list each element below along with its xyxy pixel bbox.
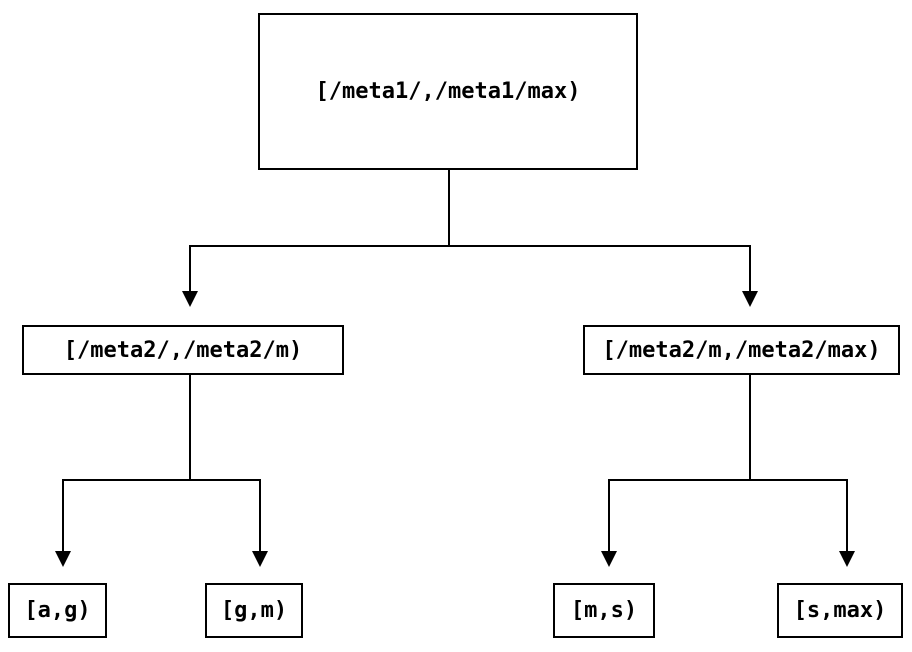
node-root: [/meta1/,/meta1/max) — [258, 13, 638, 170]
connector-drop-leaf-gm — [259, 479, 261, 551]
arrow-down-icon — [182, 291, 198, 307]
connector-drop-mid-right — [749, 245, 751, 293]
connector-right-subtree-horizontal — [608, 479, 848, 481]
connector-left-subtree-horizontal — [62, 479, 261, 481]
arrow-down-icon — [55, 551, 71, 567]
connector-drop-mid-left — [189, 245, 191, 293]
connector-root-stem — [448, 170, 450, 247]
node-leaf-ag: [a,g) — [8, 583, 107, 638]
node-leaf-gm: [g,m) — [205, 583, 303, 638]
connector-mid-right-stem — [749, 374, 751, 481]
arrow-down-icon — [252, 551, 268, 567]
connector-drop-leaf-smax — [846, 479, 848, 551]
node-leaf-ms: [m,s) — [553, 583, 655, 638]
connector-drop-leaf-ag — [62, 479, 64, 551]
arrow-down-icon — [601, 551, 617, 567]
connector-mid-left-stem — [189, 374, 191, 481]
connector-drop-leaf-ms — [608, 479, 610, 551]
node-mid-left: [/meta2/,/meta2/m) — [22, 325, 344, 375]
arrow-down-icon — [742, 291, 758, 307]
node-leaf-smax: [s,max) — [777, 583, 903, 638]
node-mid-right: [/meta2/m,/meta2/max) — [583, 325, 900, 375]
connector-level1-horizontal — [189, 245, 751, 247]
arrow-down-icon — [839, 551, 855, 567]
